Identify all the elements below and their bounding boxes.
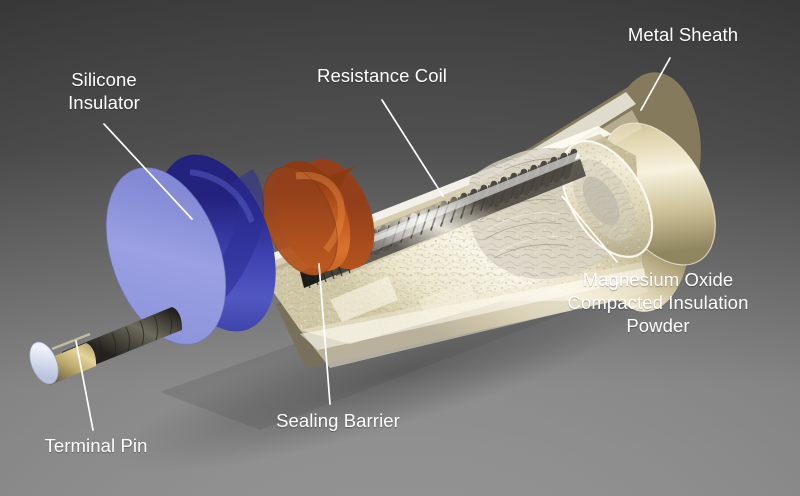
- leader-sealing: [318, 263, 331, 405]
- silicone-front-face: [106, 167, 226, 345]
- silicone-insulator: [105, 154, 276, 345]
- leader-mgo: [561, 195, 618, 263]
- terminal-pin-end-face: [29, 342, 59, 384]
- leader-terminal: [75, 340, 94, 431]
- terminal-pin: [29, 307, 183, 385]
- cap-inner-cavity: [560, 139, 654, 259]
- leader-silicone: [103, 123, 193, 220]
- leader-lines: [75, 57, 671, 431]
- leader-metal: [640, 57, 671, 111]
- leader-resistance: [381, 99, 444, 197]
- sealing-barrier: [262, 158, 375, 276]
